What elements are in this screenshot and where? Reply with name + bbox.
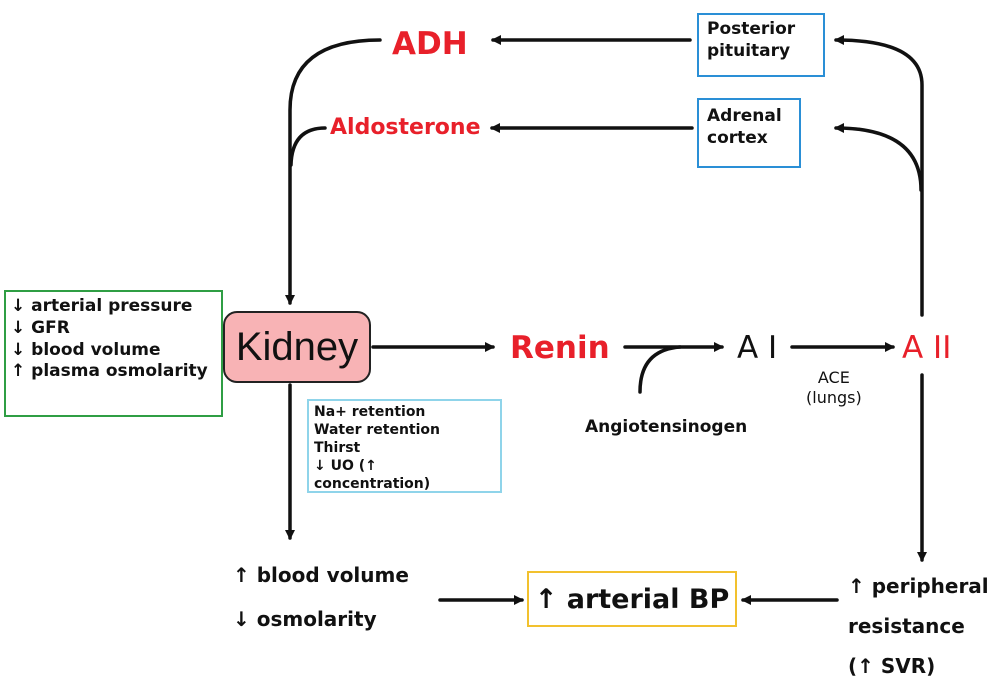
arrow-aldosterone-to-kidney bbox=[289, 126, 327, 167]
posterior-pituitary-box: Posterior pituitary bbox=[697, 13, 825, 77]
resistance-line-3: (↑ SVR) bbox=[848, 654, 936, 678]
stimulus-gfr: ↓ GFR bbox=[11, 317, 70, 338]
arrow-a2-to-pituitary bbox=[834, 35, 924, 317]
ace-line-2: (lungs) bbox=[806, 388, 862, 408]
effect-na-retention: Na+ retention bbox=[314, 404, 426, 420]
effect-thirst: Thirst bbox=[314, 439, 361, 456]
effect-urine-output: ↓ UO (↑ concentration) bbox=[314, 457, 431, 492]
arrow-angiotensinogen bbox=[638, 345, 682, 394]
kidney-effects-box: Na+ retention Water retention Thirst ↓ U… bbox=[307, 399, 502, 493]
ace-line-1: ACE bbox=[817, 368, 850, 387]
adrenal-cortex-box: Adrenal cortex bbox=[697, 98, 801, 168]
adh-label: ADH bbox=[392, 26, 468, 62]
effect-water-retention: Water retention bbox=[314, 421, 440, 438]
kidney-node: Kidney bbox=[223, 311, 371, 383]
stimulus-arterial-pressure: ↓ arterial pressure bbox=[11, 296, 193, 316]
volume-effect-line-1: ↑ blood volume bbox=[233, 563, 409, 587]
angiotensin-1-label: A I bbox=[737, 330, 778, 366]
arrow-adh-to-kidney bbox=[285, 38, 382, 305]
aldosterone-label: Aldosterone bbox=[330, 115, 481, 140]
angiotensinogen-label: Angiotensinogen bbox=[585, 417, 748, 437]
resistance-line-2: resistance bbox=[848, 614, 965, 638]
ace-lungs-label: ACE (lungs) bbox=[806, 368, 862, 409]
resistance-line-1: ↑ peripheral bbox=[848, 574, 989, 598]
stimulus-blood-volume: ↓ blood volume bbox=[11, 339, 161, 360]
posterior-pituitary-line-1: Posterior bbox=[707, 19, 796, 39]
posterior-pituitary-line-2: pituitary bbox=[707, 40, 791, 61]
adrenal-cortex-line-2: cortex bbox=[707, 127, 768, 148]
adrenal-cortex-line-1: Adrenal bbox=[707, 106, 782, 126]
stimulus-plasma-osmolarity: ↑ plasma osmolarity bbox=[11, 361, 208, 382]
arrow-a2-to-adrenal bbox=[834, 123, 923, 192]
arterial-bp-box: ↑ arterial BP bbox=[527, 571, 737, 627]
arterial-bp-label: ↑ arterial BP bbox=[534, 583, 730, 615]
stimuli-box: ↓ arterial pressure ↓ GFR ↓ blood volume… bbox=[4, 290, 223, 417]
kidney-label: Kidney bbox=[235, 324, 359, 369]
angiotensin-2-label: A II bbox=[902, 330, 952, 366]
renin-label: Renin bbox=[510, 330, 610, 366]
volume-effect-line-2: ↓ osmolarity bbox=[233, 607, 377, 631]
